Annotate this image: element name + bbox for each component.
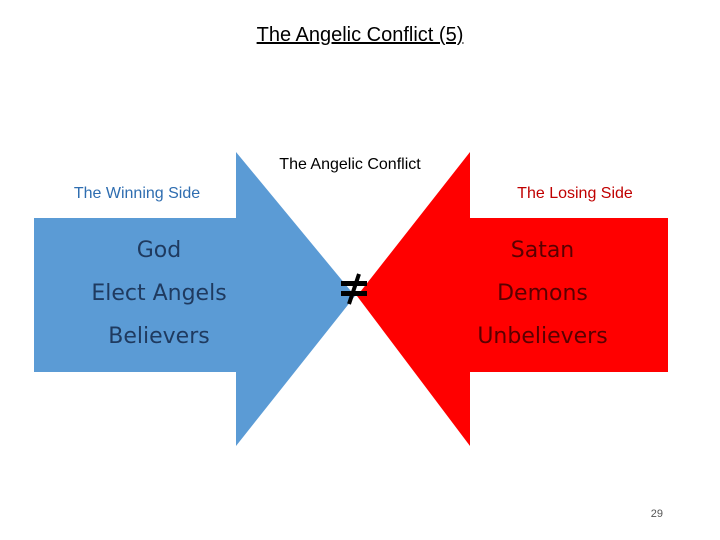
losing-side-label: The Losing Side (517, 185, 633, 202)
winning-side-list: God Elect Angels Believers (34, 229, 284, 358)
center-label: The Angelic Conflict (279, 156, 421, 173)
winning-item: Elect Angels (91, 281, 227, 306)
losing-item: Demons (497, 281, 588, 306)
winning-side-arrow (34, 152, 355, 446)
not-equal-icon (341, 273, 367, 305)
losing-side-list: Satan Demons Unbelievers (440, 229, 645, 358)
losing-side-arrow (357, 152, 668, 446)
winning-item: Believers (108, 324, 210, 349)
page-number: 29 (650, 508, 663, 520)
losing-item: Satan (510, 238, 575, 263)
winning-side-label: The Winning Side (73, 185, 201, 202)
losing-item: Unbelievers (477, 324, 608, 349)
slide-title: The Angelic Conflict (5) (256, 24, 464, 46)
winning-item: God (136, 238, 182, 263)
